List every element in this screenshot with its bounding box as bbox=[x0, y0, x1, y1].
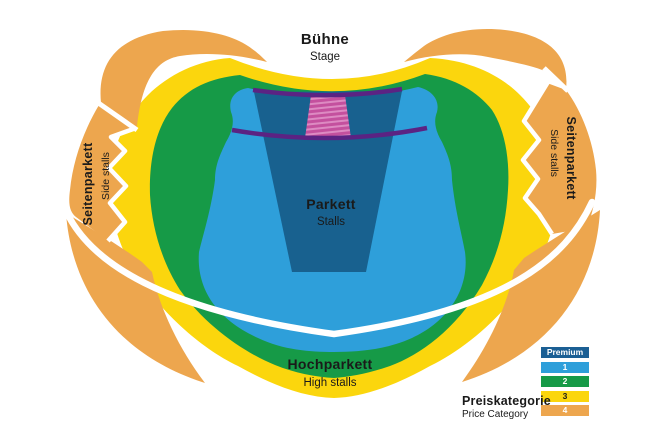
divider-zigzag-left bbox=[106, 125, 137, 243]
upper-rail bbox=[252, 86, 403, 98]
stage-sublabel: Stage bbox=[310, 51, 340, 63]
category-4-bottom-right-lobe[interactable] bbox=[462, 210, 600, 382]
hochparkett-sublabel: High stalls bbox=[303, 377, 356, 389]
seitenparkett-left-sublabel: Side stalls bbox=[100, 152, 112, 200]
seitenparkett-right-label: Seitenparkett bbox=[564, 116, 578, 200]
seitenparkett-right-region[interactable] bbox=[523, 83, 597, 234]
category-4-top-left-lobe[interactable] bbox=[100, 29, 267, 127]
section-divider-arc bbox=[62, 198, 596, 338]
lower-rail bbox=[231, 125, 428, 141]
seitenparkett-left-region[interactable] bbox=[69, 105, 135, 241]
divider-cut-top-right bbox=[542, 66, 570, 93]
orchestra-hatched-area[interactable] bbox=[305, 95, 351, 138]
stage-label: Bühne bbox=[301, 31, 349, 48]
parkett-label: Parkett bbox=[306, 196, 356, 212]
category-4-top-right-lobe[interactable] bbox=[404, 29, 567, 89]
hochparkett-label: Hochparkett bbox=[288, 356, 373, 372]
parkett-sublabel: Stalls bbox=[317, 216, 345, 228]
divider-cut-top-left bbox=[95, 99, 139, 133]
divider-zigzag-right bbox=[520, 80, 554, 236]
seitenparkett-right-sublabel: Side stalls bbox=[548, 129, 560, 177]
seitenparkett-left-label: Seitenparkett bbox=[81, 142, 95, 226]
